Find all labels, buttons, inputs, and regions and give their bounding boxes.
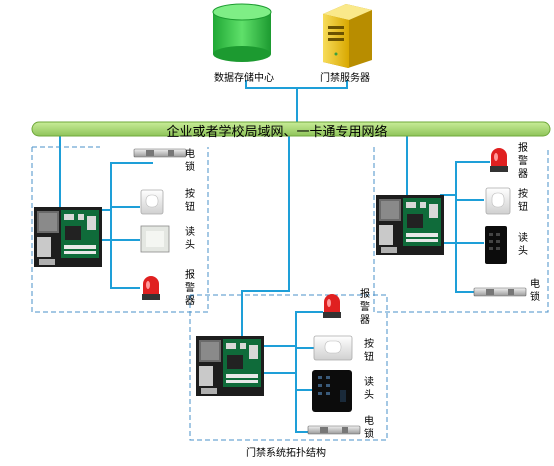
right-group-border bbox=[373, 147, 549, 313]
connector-lines bbox=[59, 80, 490, 433]
right-alarm-icon bbox=[490, 148, 508, 172]
left-group-border bbox=[31, 147, 209, 313]
left-button-label: 按钮 bbox=[185, 189, 195, 213]
left-alarm-label: 报警器 bbox=[185, 270, 195, 307]
right-controller-icon bbox=[376, 195, 444, 255]
left-reader-label: 读头 bbox=[185, 227, 195, 251]
right-alarm-label: 报警器 bbox=[518, 143, 528, 180]
bottom-lock-label: 电锁 bbox=[364, 416, 374, 440]
bottom-group-border bbox=[189, 294, 388, 441]
bottom-lock-icon bbox=[307, 425, 361, 435]
database-label: 数据存储中心 bbox=[214, 73, 274, 84]
group-borders bbox=[31, 146, 549, 441]
bottom-button-icon bbox=[313, 335, 353, 361]
bottom-alarm-icon bbox=[323, 294, 341, 318]
right-reader-label: 读头 bbox=[518, 233, 528, 257]
right-lock-label: 电锁 bbox=[530, 279, 540, 303]
bottom-reader-icon bbox=[312, 370, 352, 412]
diagram-caption: 门禁系统拓扑结构 bbox=[246, 448, 326, 459]
left-reader-icon bbox=[140, 225, 170, 253]
left-button-icon bbox=[140, 189, 164, 215]
network-bar bbox=[31, 121, 551, 137]
right-button-label: 按钮 bbox=[518, 189, 528, 213]
left-alarm-icon bbox=[142, 276, 160, 300]
left-lock-label: 电锁 bbox=[185, 149, 195, 173]
database-icon bbox=[212, 3, 272, 62]
bottom-reader-label: 读头 bbox=[364, 377, 374, 401]
server-icon bbox=[323, 4, 372, 68]
right-button-icon bbox=[485, 187, 511, 215]
bottom-button-label: 按钮 bbox=[364, 339, 374, 363]
network-label: 企业或者学校局域网、一卡通专用网络 bbox=[166, 125, 388, 140]
bottom-alarm-label: 报警器 bbox=[360, 289, 370, 326]
right-lock-icon bbox=[473, 287, 527, 297]
right-reader-icon bbox=[485, 226, 507, 264]
left-controller-icon bbox=[34, 207, 102, 267]
server-label: 门禁服务器 bbox=[320, 73, 370, 84]
left-lock-icon bbox=[133, 148, 187, 158]
bottom-controller-icon bbox=[196, 336, 264, 396]
